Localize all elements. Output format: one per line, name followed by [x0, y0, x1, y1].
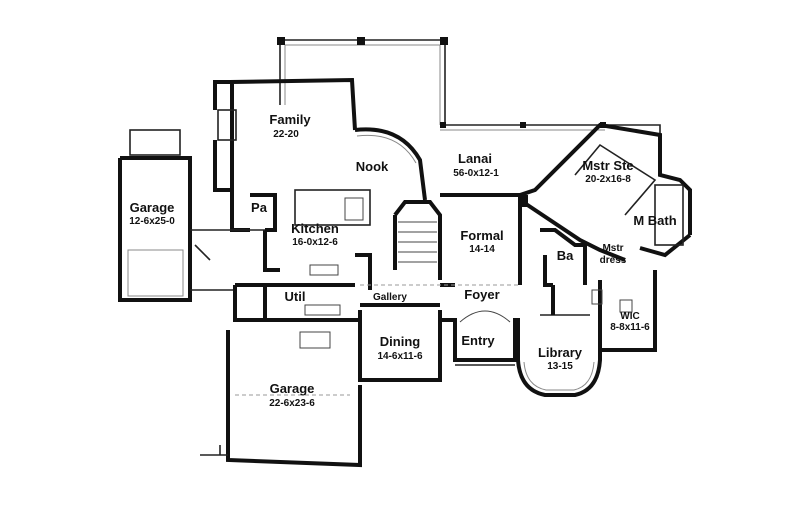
library-dims: 13-15	[547, 361, 573, 372]
central-walls	[358, 193, 522, 382]
main-garage-dims: 22-6x23-6	[269, 398, 315, 409]
lanai-label: Lanai	[458, 151, 492, 166]
lanai-dims: 56-0x12-1	[453, 168, 499, 179]
nook-label: Nook	[356, 159, 389, 174]
kitchen-dims: 16-0x12-6	[292, 237, 338, 248]
room-labels: Family 22-20 Nook Lanai 56-0x12-1 Mstr S…	[129, 112, 677, 409]
lanai-porch-outline	[277, 37, 661, 135]
library-label: Library	[538, 345, 583, 360]
m-bath-label: M Bath	[633, 213, 676, 228]
left-garage-dims: 12-6x25-0	[129, 216, 175, 227]
wic-label: WIC	[620, 311, 639, 322]
main-garage-walls	[200, 283, 362, 468]
mstr-ste-label: Mstr Ste	[582, 158, 633, 173]
left-garage-walls	[118, 129, 265, 302]
wic-dims: 8-8x11-6	[610, 322, 650, 333]
formal-dims: 14-14	[469, 244, 495, 255]
library-walls	[516, 285, 602, 397]
dining-label: Dining	[380, 334, 420, 349]
family-label: Family	[269, 112, 311, 127]
pantry-label: Pa	[251, 200, 268, 215]
util-label: Util	[285, 289, 306, 304]
foyer-label: Foyer	[464, 287, 499, 302]
formal-label: Formal	[460, 228, 503, 243]
kitchen-label: Kitchen	[291, 221, 339, 236]
family-dims: 22-20	[273, 129, 299, 140]
mstr-dress-sub: dress	[600, 255, 627, 266]
left-garage-label: Garage	[130, 200, 175, 215]
mstr-dress-label: Mstr	[602, 243, 623, 254]
main-garage-label: Garage	[270, 381, 315, 396]
entry-label: Entry	[461, 333, 495, 348]
dining-dims: 14-6x11-6	[377, 351, 422, 362]
family-kitchen-walls	[213, 77, 427, 290]
mstr-ste-dims: 20-2x16-8	[585, 174, 631, 185]
gallery-label: Gallery	[373, 292, 407, 303]
master-suite-walls	[518, 122, 692, 352]
bath-label: Ba	[557, 248, 574, 263]
